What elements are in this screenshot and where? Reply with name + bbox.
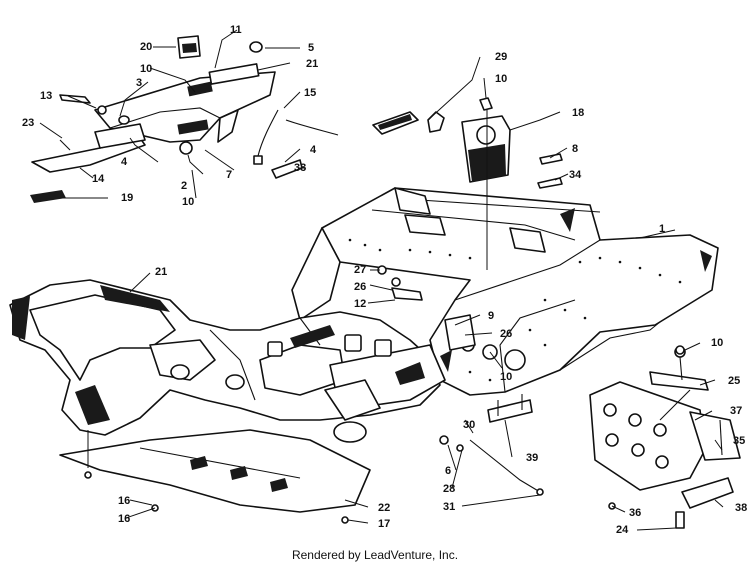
callout-20: 2 xyxy=(181,180,187,192)
callout-11: 12 xyxy=(354,298,366,310)
fasteners xyxy=(84,265,723,529)
callout-26-center: 9 xyxy=(488,310,494,322)
callout-18: 19 xyxy=(121,192,133,204)
callout-19: 20 xyxy=(140,41,152,53)
callout-25: 7 xyxy=(226,169,232,181)
callout-35: 26 xyxy=(500,328,512,340)
callout-1: 1 xyxy=(659,223,665,235)
callout-37: 28 xyxy=(443,483,455,495)
callout-24: 6 xyxy=(445,465,451,477)
callout-27: 10 xyxy=(140,63,152,75)
callout-16-right: 17 xyxy=(378,518,390,530)
callout-6: 36 xyxy=(629,507,641,519)
callout-26-right: 8 xyxy=(572,143,578,155)
callout-15: 16 xyxy=(118,495,130,507)
callout-31: 23 xyxy=(22,117,34,129)
callout-10-center: 10 xyxy=(500,371,512,383)
callout-10-top: 10 xyxy=(495,73,507,85)
chassis-rivets xyxy=(348,238,682,382)
callout-29: 21 xyxy=(306,58,318,70)
callout-33: 25 xyxy=(728,375,740,387)
callout-36: 27 xyxy=(354,264,366,276)
leader-lines xyxy=(39,29,724,531)
callout-5: 35 xyxy=(733,435,745,447)
callout-38: 29 xyxy=(495,51,507,63)
callout-labels: 1 21 30 33 34 35 36 37 38 39 10 10 10 10… xyxy=(22,24,747,536)
steering-panel-assembly xyxy=(59,35,276,155)
callout-9: 39 xyxy=(526,452,538,464)
callout-30: 22 xyxy=(378,502,390,514)
callout-17: 18 xyxy=(572,107,584,119)
footer-credit: Rendered by LeadVenture, Inc. xyxy=(291,548,459,562)
front-bracket xyxy=(589,346,741,509)
callout-8: 38 xyxy=(735,502,747,514)
callout-34: 26 xyxy=(354,281,366,293)
callout-21-lower: 4 xyxy=(121,156,128,168)
callout-32: 24 xyxy=(616,524,629,536)
callout-10-left: 10 xyxy=(182,196,194,208)
callout-7: 37 xyxy=(730,405,742,417)
callout-10-right: 10 xyxy=(711,337,723,349)
front-frame xyxy=(9,279,446,443)
skid-plate xyxy=(59,429,371,513)
callout-13: 14 xyxy=(92,173,105,185)
callout-12: 13 xyxy=(40,90,52,102)
lower-bracket xyxy=(487,394,533,423)
callout-2: 21 xyxy=(155,266,167,278)
callout-28: 11 xyxy=(230,24,242,36)
callout-4-right: 34 xyxy=(569,169,582,181)
callout-21-upper: 3 xyxy=(136,77,142,89)
callout-4-upper: 33 xyxy=(294,162,306,174)
upper-right-brackets xyxy=(372,97,563,189)
callout-22: 4 xyxy=(310,144,317,156)
callout-39: 31 xyxy=(443,501,455,513)
callout-16-left: 16 xyxy=(118,513,130,525)
callout-23: 5 xyxy=(308,42,314,54)
callout-14: 15 xyxy=(304,87,316,99)
callout-3: 30 xyxy=(463,419,475,431)
